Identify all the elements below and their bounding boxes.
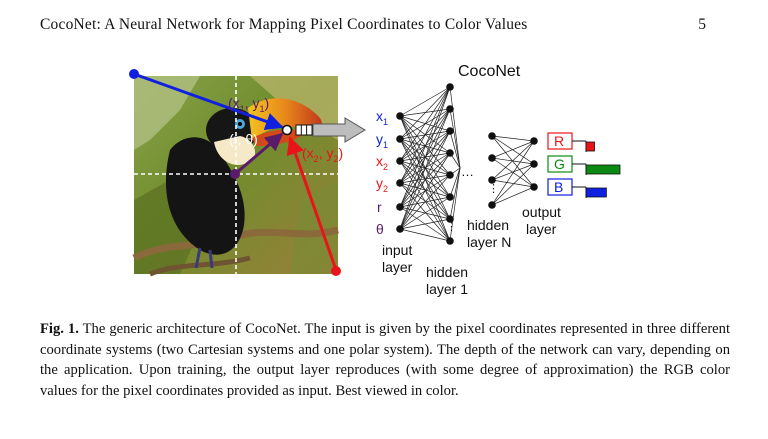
network-edge: [449, 167, 461, 220]
caption-label: Fig. 1.: [40, 321, 79, 337]
input-node: [396, 112, 404, 120]
network-edge: [399, 182, 451, 220]
hiddenN-vertical-ellipsis: ⋮: [488, 183, 499, 195]
network-edge: [491, 186, 535, 206]
network-edge: [449, 108, 461, 169]
hiddenN-node: [488, 176, 496, 184]
output-bar-red: [585, 141, 595, 152]
hiddenN-node: [488, 132, 496, 140]
input-node: [396, 157, 404, 165]
network-edge: [399, 152, 451, 230]
gray-flow-arrow: [312, 117, 366, 143]
cartesian1-label: (x1, y1): [228, 95, 269, 114]
running-title: CocoNet: A Neural Network for Mapping Pi…: [40, 16, 528, 33]
output-label-r: R: [554, 133, 564, 149]
network-edge: [399, 218, 451, 230]
network-edge: [491, 135, 535, 188]
coconet-figure: (x1, y1) (x2, y2) (r, θ) CocoNet x1 y1 x…: [129, 63, 621, 297]
network-edge: [449, 86, 461, 169]
network-edge: [399, 86, 451, 162]
network-edge: [399, 108, 451, 184]
input-variable-labels: x1 y1 x2 y2 r θ: [376, 108, 388, 237]
hidden1-node: [446, 149, 454, 157]
output-node: [530, 160, 538, 168]
network-edge: [491, 135, 535, 142]
network-edge: [399, 182, 451, 242]
polar-vector: [234, 132, 284, 176]
cartesian2-origin-dot: [331, 266, 341, 276]
network-edge: [399, 228, 451, 242]
network-edge: [399, 174, 451, 230]
hidden1-node: [446, 215, 454, 223]
input-label-x1: x1: [376, 108, 388, 127]
hidden1-node: [446, 193, 454, 201]
network-edge: [399, 86, 451, 208]
input-node: [396, 203, 404, 211]
output-label-b: B: [554, 179, 563, 195]
network-edge: [399, 196, 451, 230]
network-edge: [491, 179, 535, 188]
output-bar-green: [585, 164, 621, 175]
network-edge: [399, 108, 451, 230]
network-edge: [491, 135, 535, 165]
hidden-layer-1-label: hidden layer 1: [426, 264, 472, 297]
network-nodes: [396, 83, 538, 245]
network-edge: [399, 182, 451, 198]
hiddenN-node: [488, 154, 496, 162]
network-edge: [399, 86, 451, 230]
network-edge: [491, 163, 535, 206]
caption-text: The generic architecture of CocoNet. The…: [40, 321, 731, 399]
hiddenN-node: [488, 201, 496, 209]
pixel-bar-indicator: [295, 124, 313, 136]
hidden1-node: [446, 127, 454, 135]
network-title: CocoNet: [458, 63, 521, 80]
hidden1-node: [446, 237, 454, 245]
output-node: [530, 137, 538, 145]
network-edge: [491, 140, 535, 159]
network-edge: [491, 140, 535, 206]
input-label-r: r: [377, 199, 382, 215]
cartesian1-origin-dot: [129, 69, 139, 79]
input-node: [396, 225, 404, 233]
hidden1-node: [446, 171, 454, 179]
cartesian2-label: (x2, y2): [302, 145, 343, 164]
network-edges: [399, 86, 535, 242]
rgb-output-bars: [585, 141, 621, 198]
hidden1-node: [446, 105, 454, 113]
hidden-layer-N-label: hidden layer N: [467, 217, 513, 250]
input-label-theta: θ: [376, 221, 384, 237]
input-layer-label: input layer: [382, 242, 416, 275]
network-edge: [449, 167, 461, 242]
network-edge: [399, 86, 451, 117]
figure-caption: Fig. 1. The generic architecture of Coco…: [40, 319, 730, 401]
network-edge: [449, 167, 461, 198]
input-label-y1: y1: [376, 131, 388, 150]
polar-label: (r, θ): [229, 131, 258, 147]
input-label-y2: y2: [376, 175, 388, 194]
network-edge: [399, 86, 451, 140]
hidden1-vertical-ellipsis: ⋮: [446, 221, 457, 233]
network-edge: [399, 130, 451, 230]
input-label-x2: x2: [376, 153, 388, 172]
page-number: 5: [698, 16, 706, 33]
cartesian2-vector: [286, 136, 338, 271]
network-edge: [491, 163, 535, 181]
layers-ellipsis: …: [461, 164, 474, 179]
output-node: [530, 183, 538, 191]
polar-origin-dot: [230, 169, 240, 179]
output-label-g: G: [554, 156, 565, 172]
network-edge: [449, 130, 461, 169]
target-pixel-marker: [281, 124, 293, 136]
hidden1-node: [446, 83, 454, 91]
network-edge: [399, 86, 451, 184]
network-edge: [399, 152, 451, 184]
cartesian1-vector: [133, 72, 284, 131]
network-edge: [491, 140, 535, 181]
output-layer-label: output layer: [522, 204, 565, 237]
output-bar-blue: [585, 187, 607, 198]
network-edge: [399, 174, 451, 184]
input-node: [396, 179, 404, 187]
input-node: [396, 135, 404, 143]
network-edge: [491, 157, 535, 165]
